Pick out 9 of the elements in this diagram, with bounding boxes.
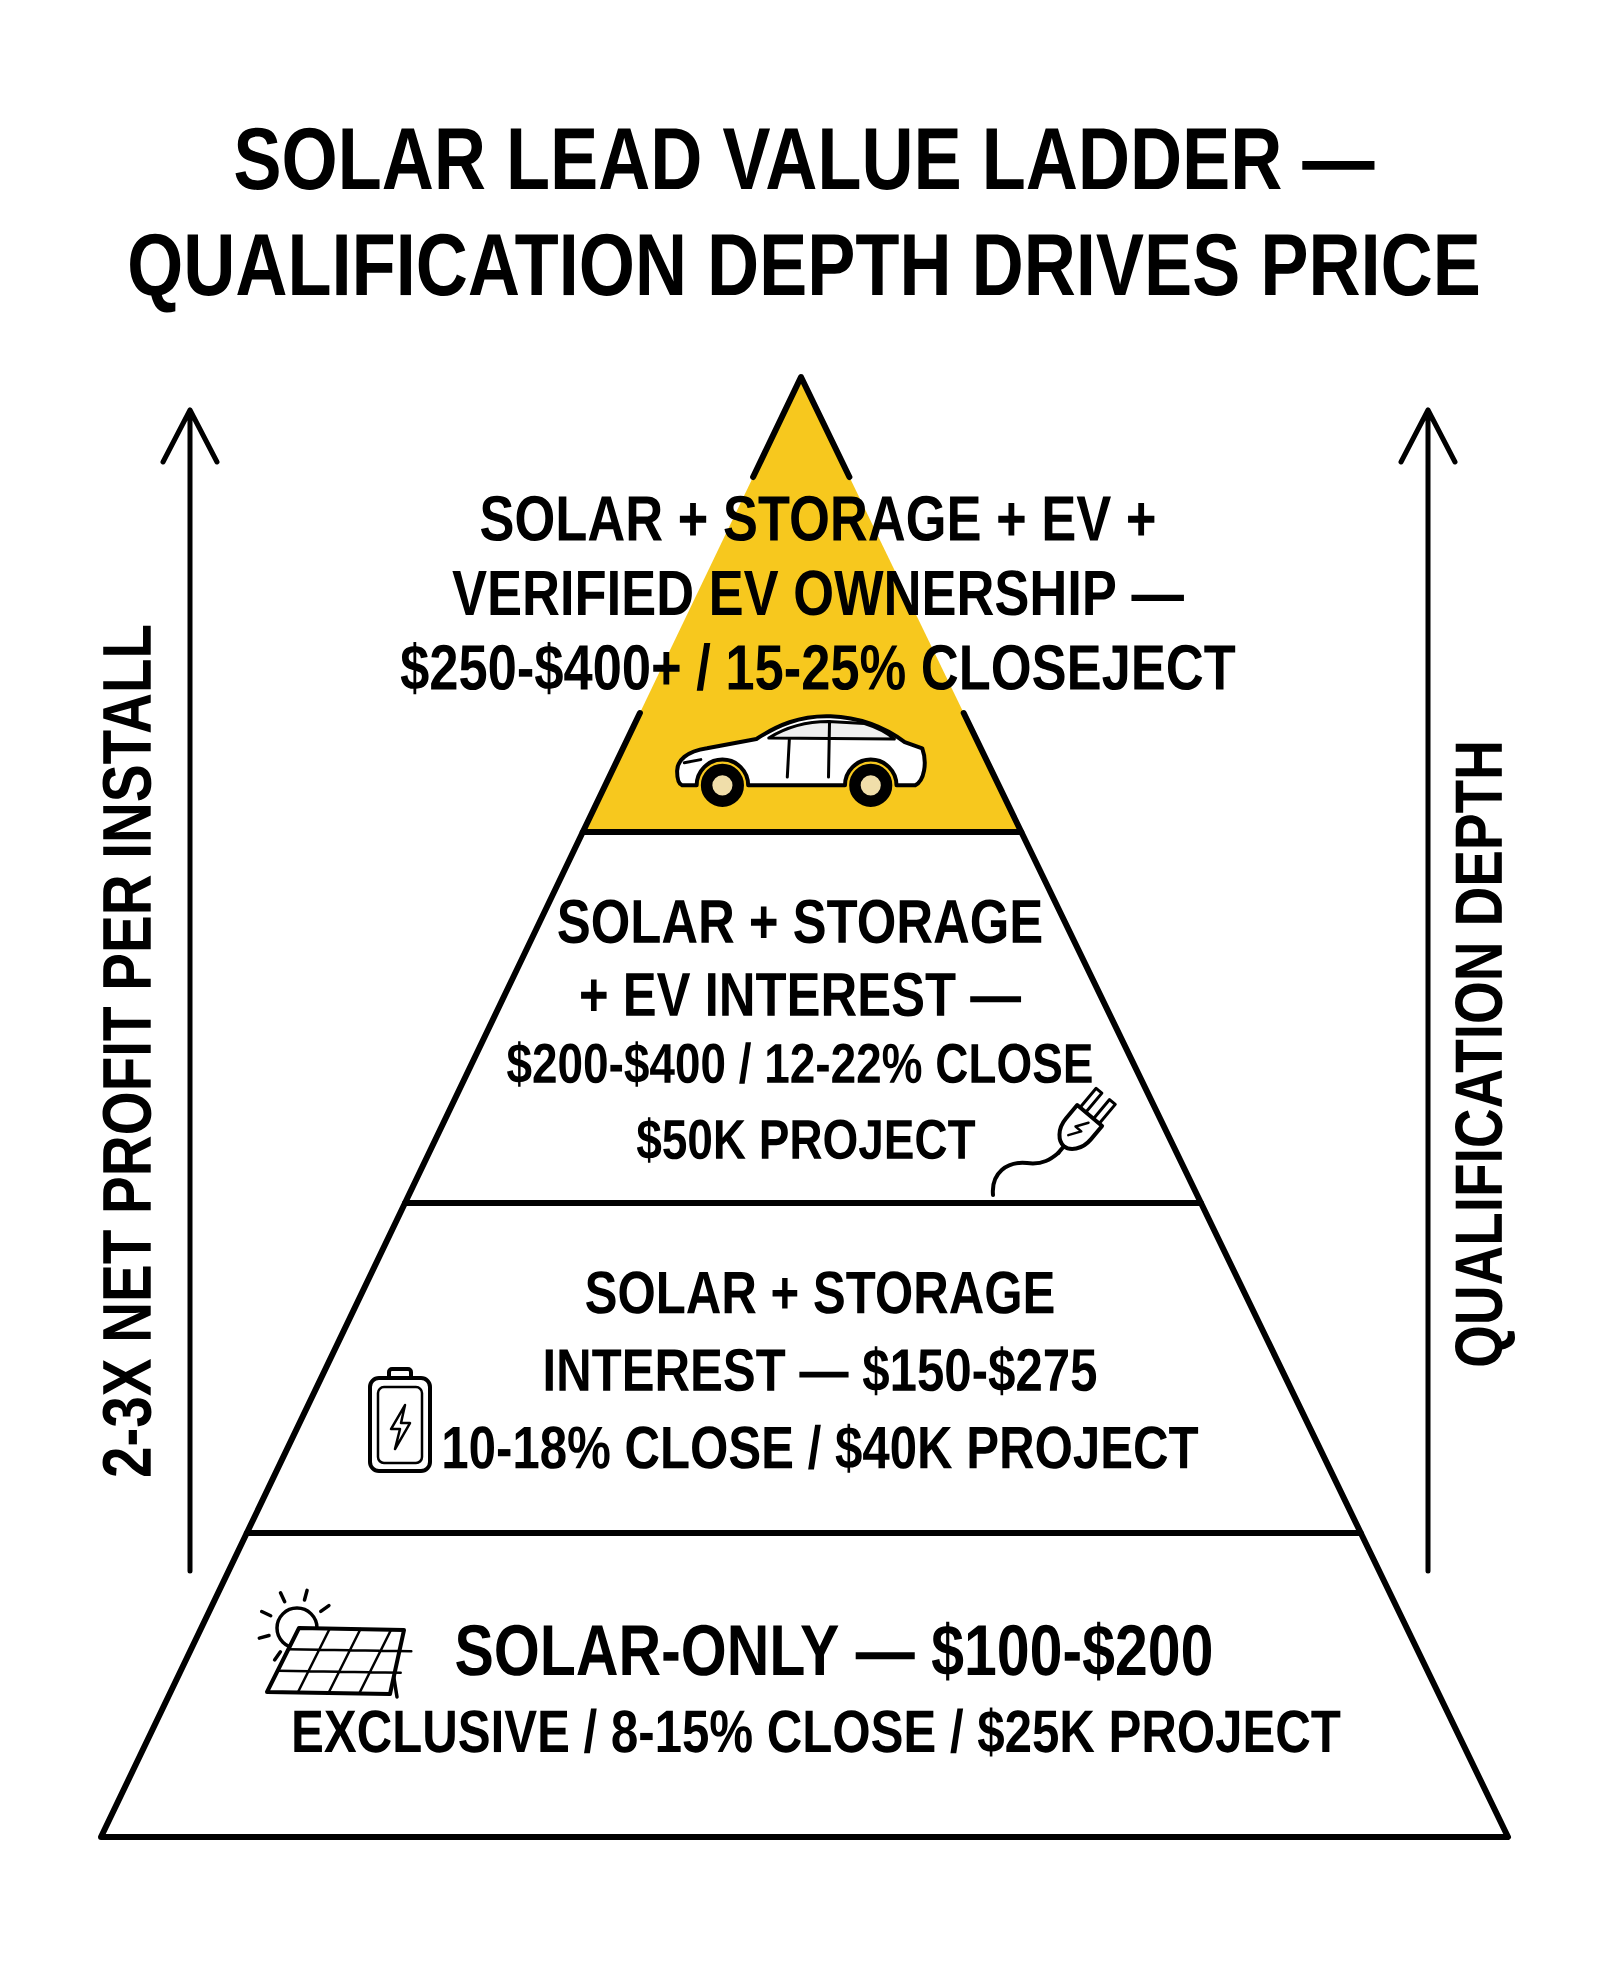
arrow-label: 2-3X NET PROFIT PER INSTALL xyxy=(102,625,152,1477)
title: SOLAR LEAD VALUE LADDER — QUALIFICATION DEPTH DRIVES PRICE xyxy=(130,127,1479,313)
tier-label: SOLAR + STORAGE + EV INTEREST — xyxy=(558,899,1042,1017)
tier-label: SOLAR-ONLY — $100-$200 xyxy=(456,1621,1211,1681)
tier-label: EXCLUSIVE / 8-15% CLOSE / $25K PROJECT xyxy=(294,1707,1341,1757)
tier-label: $50K PROJECT xyxy=(636,1117,976,1163)
tier-label: $200-$400 / 12-22% CLOSE xyxy=(507,1041,1092,1087)
tier-label: SOLAR + STORAGE INTEREST — $150-$275 10-18% CLOSE / $40K PROJECT xyxy=(444,1271,1199,1473)
arrow-label: QUALIFICATION DEPTH xyxy=(1455,743,1515,1366)
